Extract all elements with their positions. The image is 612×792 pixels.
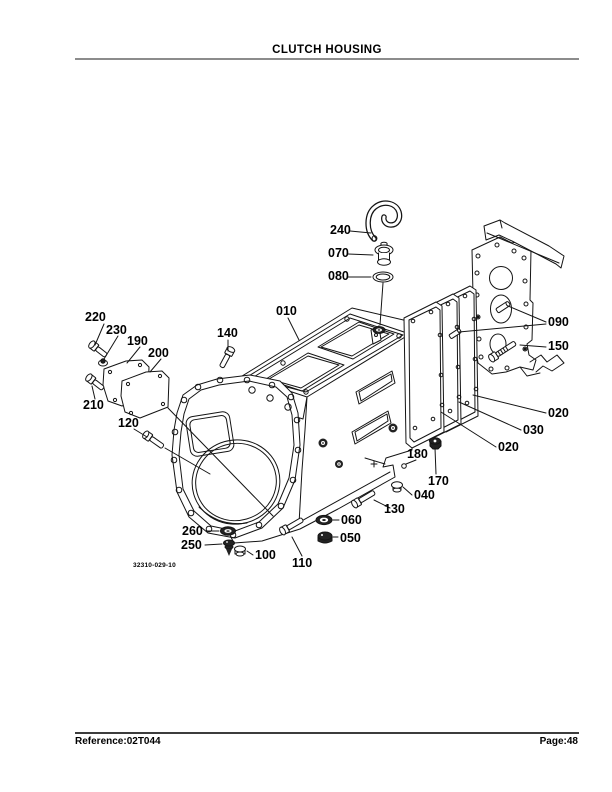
bolt-110-drawing: [279, 517, 304, 536]
part-callout-120: 120: [118, 416, 139, 430]
bolt-120-drawing: [142, 430, 165, 449]
part-callout-080: 080: [328, 269, 349, 283]
part-callout-200: 200: [148, 346, 169, 360]
bell-flange-drawing: [170, 374, 302, 539]
part-callout-040: 040: [414, 488, 435, 502]
page-title: CLUTCH HOUSING: [272, 44, 382, 56]
part-callout-180: 180: [407, 447, 428, 461]
part-callout-010: 010: [276, 304, 297, 318]
pin-180-drawing: [401, 463, 407, 469]
part-callout-240: 240: [330, 223, 351, 237]
bolt-210-drawing: [85, 373, 105, 391]
stud-150-drawing: [488, 341, 517, 363]
part-callout-250: 250: [181, 538, 202, 552]
nut-170-drawing: [429, 437, 442, 450]
part-callout-070: 070: [328, 246, 349, 260]
part-callout-020-a: 020: [548, 406, 569, 420]
drawing-number: 32310-029-10: [133, 562, 176, 569]
part-callout-050: 050: [340, 531, 361, 545]
part-callout-190: 190: [127, 334, 148, 348]
hook-240-drawing: [365, 200, 403, 242]
vent-boss-drawing: [372, 326, 386, 334]
part-callout-110: 110: [292, 556, 313, 570]
gasket-plate-stack-drawing: [403, 285, 479, 449]
header-rule: [75, 58, 579, 60]
part-callout-090: 090: [548, 315, 569, 329]
plug-040-drawing: [391, 481, 403, 493]
washer-060-drawing: [315, 514, 333, 526]
footer-rule: [75, 732, 579, 734]
cover-plates-drawing: [102, 359, 274, 517]
washer-260-drawing: [220, 526, 236, 536]
breather-070-drawing: [374, 241, 394, 266]
part-callout-150: 150: [548, 339, 569, 353]
part-callout-130: 130: [384, 502, 405, 516]
footer-page-number: Page:48: [539, 736, 578, 747]
footer-reference: Reference:02T044: [75, 736, 161, 747]
screw-230-drawing: [98, 358, 108, 367]
plug-050-drawing: [317, 531, 333, 544]
part-callout-030: 030: [523, 423, 544, 437]
vent-assembly-axis-line: [379, 282, 384, 326]
part-callout-140: 140: [217, 326, 238, 340]
part-callout-100: 100: [255, 548, 276, 562]
part-callout-060: 060: [341, 513, 362, 527]
part-callout-230: 230: [106, 323, 127, 337]
part-callout-170: 170: [428, 474, 449, 488]
drain-plug-250-drawing: [223, 539, 235, 556]
part-callout-220: 220: [85, 310, 106, 324]
bolt-120-pointer-line: [164, 447, 211, 475]
bolt-220-drawing: [88, 340, 108, 358]
bolt-130-drawing: [351, 490, 376, 509]
leader-lines: [91, 230, 547, 557]
bolt-140-drawing: [219, 346, 236, 369]
part-callout-210: 210: [83, 398, 104, 412]
part-callout-020-b: 020: [498, 440, 519, 454]
o-ring-080-drawing: [372, 271, 394, 283]
part-callout-260: 260: [182, 524, 203, 538]
plug-100-drawing: [234, 545, 246, 557]
